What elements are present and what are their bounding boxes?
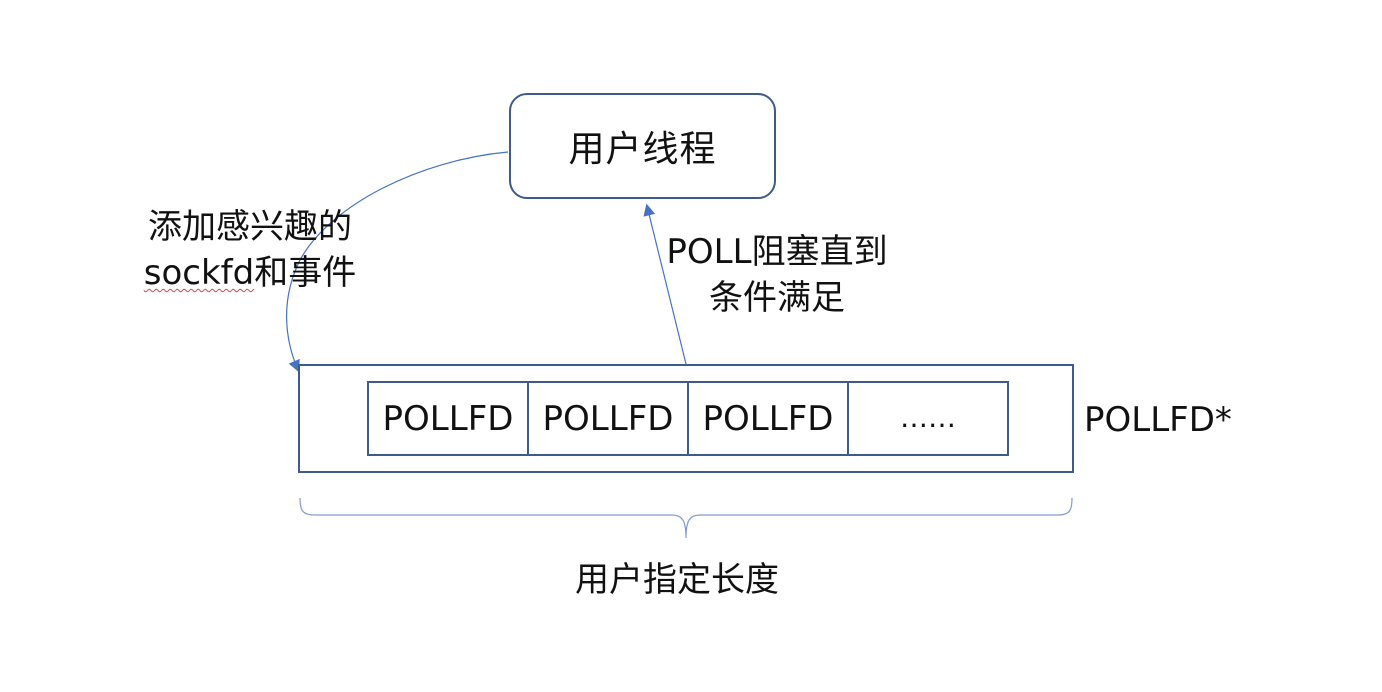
sockfd-word: sockfd — [143, 253, 255, 293]
add-interest-line2-rest: 和事件 — [254, 253, 357, 293]
pollfd-cell: POLLFD — [689, 383, 849, 454]
length-brace — [299, 497, 1073, 539]
pollfd-pointer-label: POLLFD* — [1084, 400, 1232, 440]
user-thread-box: 用户线程 — [509, 93, 776, 199]
add-interest-label: 添加感兴趣的 sockfd和事件 — [135, 204, 365, 296]
poll-block-line1: POLL阻塞直到 — [666, 232, 888, 272]
poll-block-line2: 条件满足 — [709, 278, 845, 318]
pollfd-array: POLLFD POLLFD POLLFD …… — [367, 381, 1009, 456]
pollfd-cell: POLLFD — [529, 383, 689, 454]
length-label: 用户指定长度 — [575, 560, 779, 600]
ellipsis-cell: …… — [900, 401, 956, 434]
add-interest-line2: sockfd和事件 — [135, 250, 365, 296]
poll-block-label: POLL阻塞直到 条件满足 — [661, 229, 893, 321]
user-thread-label: 用户线程 — [568, 129, 717, 170]
add-interest-line1: 添加感兴趣的 — [148, 207, 352, 247]
pollfd-cell: POLLFD — [369, 383, 529, 454]
